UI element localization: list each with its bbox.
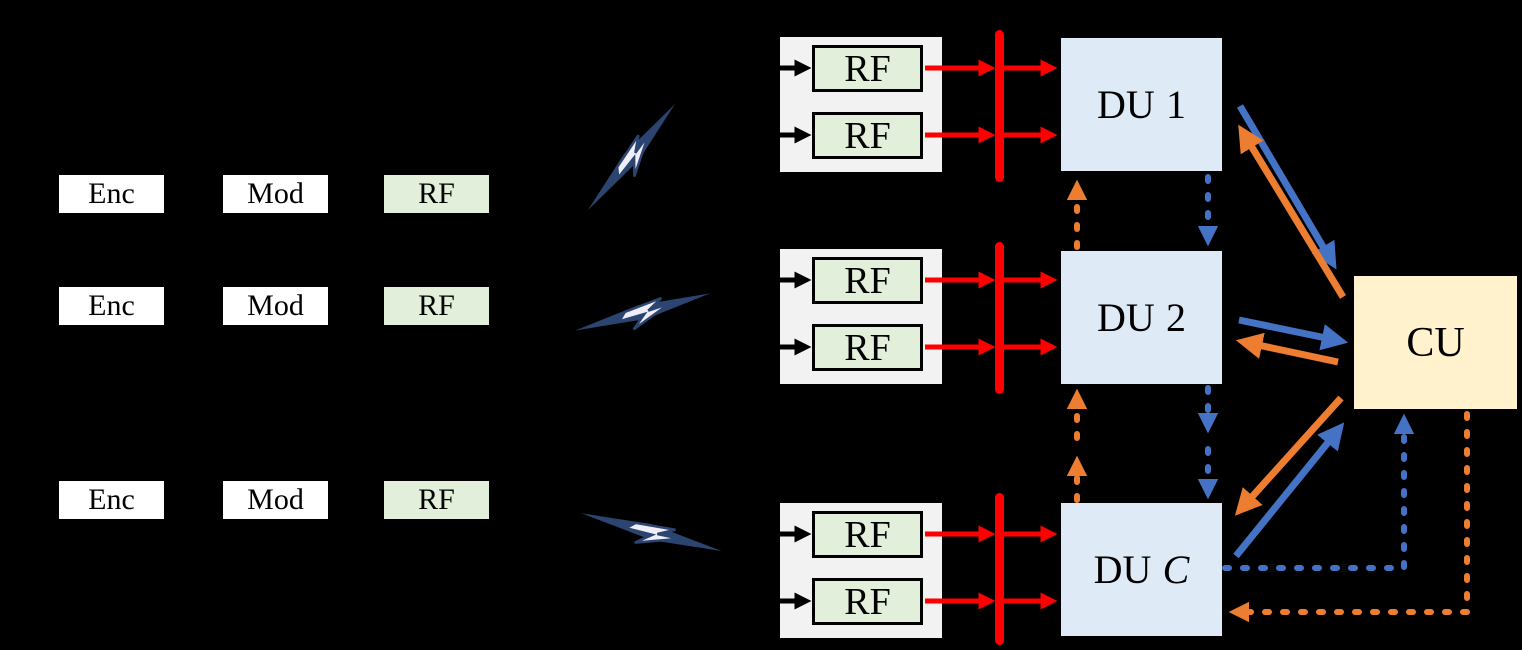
mod-label: Mod [247, 289, 304, 322]
rf-label: RF [844, 114, 891, 157]
enc-label: Enc [88, 177, 135, 210]
rf-tx-box-2: RF [383, 286, 490, 326]
cu-box: CU [1353, 275, 1518, 410]
rf-label: RF [418, 483, 455, 516]
enc-box-2: Enc [58, 286, 165, 326]
rf-label: RF [844, 259, 891, 302]
mod-box-1: Mod [222, 174, 329, 214]
rf-label: RF [844, 47, 891, 90]
rf-tx-box-1: RF [383, 174, 490, 214]
combiner-bar-1 [995, 30, 1004, 182]
lightning-bolt-icon [567, 101, 697, 215]
lightning-bolt-svg [587, 104, 675, 211]
rf-to-du-arrows [925, 59, 1058, 610]
inter-du-dashed-links [1066, 174, 1219, 503]
mod-label: Mod [247, 177, 304, 210]
rx-input-arrows [766, 59, 812, 610]
rf-rx-box-1b: RF [812, 112, 923, 159]
mod-label: Mod [247, 483, 304, 516]
cu-label: CU [1406, 319, 1465, 366]
enc-box-1: Enc [58, 174, 165, 214]
mod-box-2: Mod [222, 286, 329, 326]
du-cu-solid-links [1233, 104, 1349, 559]
lightning-bolt-icon [579, 483, 724, 583]
lightning-bolt-icon [573, 289, 712, 336]
rf-label: RF [844, 513, 891, 556]
rf-rx-box-2b: RF [812, 324, 923, 371]
rf-rx-box-3a: RF [812, 511, 923, 558]
combiner-bar-2 [995, 242, 1004, 394]
rf-tx-box-3: RF [383, 480, 490, 520]
combiner-bar-3 [995, 493, 1004, 645]
enc-label: Enc [88, 289, 135, 322]
lightning-bolt-svg [581, 513, 722, 551]
enc-box-3: Enc [58, 480, 165, 520]
rf-label: RF [844, 580, 891, 623]
rf-label: RF [418, 177, 455, 210]
rf-label: RF [844, 326, 891, 369]
mod-box-3: Mod [222, 480, 329, 520]
rf-label: RF [418, 289, 455, 322]
lightning-bolt-svg [574, 293, 711, 331]
enc-label: Enc [88, 483, 135, 516]
combiner-bars [995, 30, 1004, 645]
du-cu-dashed-links [1222, 411, 1470, 623]
rf-rx-box-2a: RF [812, 257, 923, 304]
rf-rx-box-3b: RF [812, 578, 923, 625]
rf-rx-box-1a: RF [812, 45, 923, 92]
